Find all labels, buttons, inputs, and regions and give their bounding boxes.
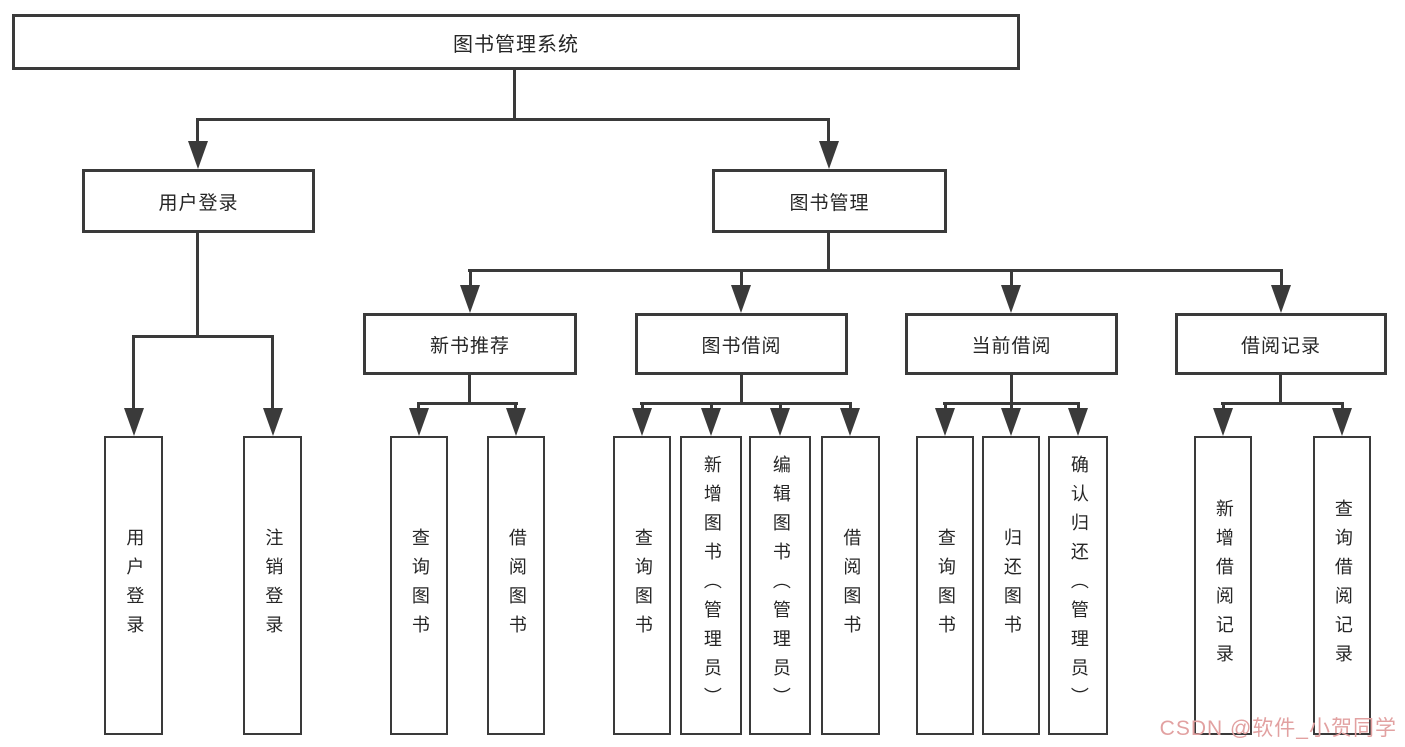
node-borrow-records: 借阅记录 [1175, 313, 1387, 375]
connector-line [469, 272, 472, 287]
leaf-return-book: 归还图书 [982, 436, 1040, 735]
connector-line [468, 375, 471, 405]
node-new-book-recommend-label: 新书推荐 [429, 335, 510, 357]
leaf-label: 新增借阅记录 [1213, 498, 1234, 673]
node-book-management: 图书管理 [712, 169, 947, 233]
connector-line [468, 269, 1283, 272]
arrow-down-icon [1001, 408, 1021, 436]
leaf-label: 借阅图书 [506, 527, 527, 644]
arrow-down-icon [1068, 408, 1088, 436]
arrow-down-icon [770, 408, 790, 436]
leaf-query-books-borrow: 查询图书 [613, 436, 671, 735]
connector-line [513, 70, 516, 121]
arrow-down-icon [701, 408, 721, 436]
leaf-label: 查询图书 [935, 527, 956, 644]
connector-line [827, 233, 830, 272]
connector-line [417, 402, 518, 405]
arrow-down-icon [506, 408, 526, 436]
node-book-borrow: 图书借阅 [635, 313, 848, 375]
leaf-add-book-admin: 新增图书（管理员） [680, 436, 742, 735]
node-current-borrow-label: 当前借阅 [971, 335, 1052, 357]
arrow-down-icon [935, 408, 955, 436]
leaf-label: 编辑图书（管理员） [770, 455, 791, 716]
node-current-borrow: 当前借阅 [905, 313, 1118, 375]
csdn-watermark: CSDN @软件_小贺同学 [1159, 717, 1397, 740]
leaf-user-login: 用户登录 [104, 436, 163, 735]
node-borrow-records-label: 借阅记录 [1240, 335, 1321, 357]
arrow-down-icon [632, 408, 652, 436]
arrow-down-icon [263, 408, 283, 436]
leaf-label: 注销登录 [263, 527, 284, 644]
leaf-label: 确认归还（管理员） [1068, 455, 1089, 716]
node-user-login-label: 用户登录 [158, 192, 239, 214]
node-new-book-recommend: 新书推荐 [363, 313, 577, 375]
arrow-down-icon [1332, 408, 1352, 436]
leaf-confirm-return-admin: 确认归还（管理员） [1048, 436, 1108, 735]
connector-line [1280, 272, 1283, 287]
node-library-system: 图书管理系统 [12, 14, 1020, 70]
leaf-query-books-recommend: 查询图书 [390, 436, 448, 735]
node-library-system-label: 图书管理系统 [453, 33, 579, 56]
leaf-query-borrow-record: 查询借阅记录 [1313, 436, 1371, 735]
connector-line [1010, 375, 1013, 405]
connector-line [740, 375, 743, 405]
leaf-borrow-books: 借阅图书 [821, 436, 880, 735]
arrow-down-icon [840, 408, 860, 436]
connector-line [640, 402, 852, 405]
connector-line [1221, 402, 1344, 405]
leaf-label: 查询图书 [632, 527, 653, 644]
leaf-edit-book-admin: 编辑图书（管理员） [749, 436, 811, 735]
leaf-borrow-books-recommend: 借阅图书 [487, 436, 545, 735]
arrow-down-icon [460, 285, 480, 313]
leaf-label: 新增图书（管理员） [701, 455, 722, 716]
leaf-add-borrow-record: 新增借阅记录 [1194, 436, 1252, 735]
arrow-down-icon [1001, 285, 1021, 313]
node-book-management-label: 图书管理 [789, 192, 870, 214]
arrow-down-icon [1271, 285, 1291, 313]
arrow-down-icon [819, 141, 839, 169]
connector-line [196, 118, 830, 121]
leaf-label: 用户登录 [124, 527, 145, 644]
connector-line [1010, 272, 1013, 287]
connector-line [740, 272, 743, 287]
leaf-query-books-current: 查询图书 [916, 436, 974, 735]
leaf-label: 借阅图书 [841, 527, 862, 644]
arrow-down-icon [731, 285, 751, 313]
arrow-down-icon [1213, 408, 1233, 436]
leaf-label: 查询借阅记录 [1332, 498, 1353, 673]
connector-line [827, 121, 830, 143]
connector-line [271, 338, 274, 410]
connector-line [132, 338, 135, 410]
leaf-logout: 注销登录 [243, 436, 302, 735]
connector-line [132, 335, 274, 338]
connector-line [943, 402, 1080, 405]
connector-line [1279, 375, 1282, 405]
connector-line [196, 121, 199, 143]
node-user-login: 用户登录 [82, 169, 315, 233]
arrow-down-icon [188, 141, 208, 169]
arrow-down-icon [409, 408, 429, 436]
node-book-borrow-label: 图书借阅 [701, 335, 782, 357]
leaf-label: 查询图书 [409, 527, 430, 644]
leaf-label: 归还图书 [1001, 527, 1022, 644]
connector-line [196, 233, 199, 338]
arrow-down-icon [124, 408, 144, 436]
